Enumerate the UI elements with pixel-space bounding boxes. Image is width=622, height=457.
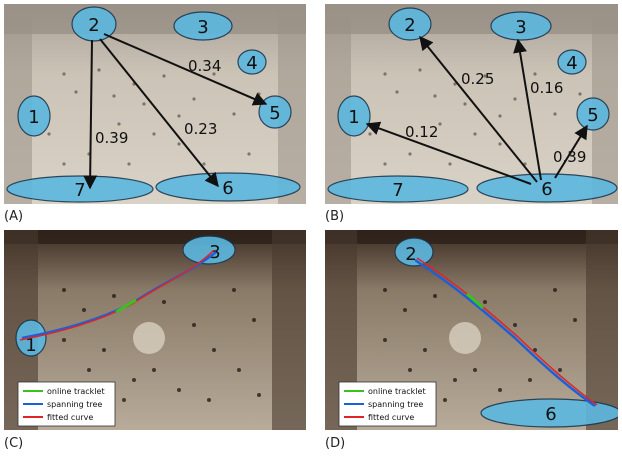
region-2: 2 xyxy=(388,7,432,41)
arrow-6-to-3 xyxy=(513,38,542,181)
region-label: 6 xyxy=(545,404,556,425)
weight-2-to-6: 0.23 xyxy=(184,120,217,138)
region-5: 5 xyxy=(576,97,610,131)
arrow-6-to-5 xyxy=(554,124,588,179)
weight-6-to-2: 0.25 xyxy=(461,70,494,88)
region-label: 3 xyxy=(515,17,526,38)
region-4: 4 xyxy=(237,49,267,75)
region-label: 1 xyxy=(25,335,36,356)
concourse-photo xyxy=(325,4,618,204)
legend-online-tracklet: online tracklet xyxy=(47,387,105,396)
region-7: 7 xyxy=(327,175,469,203)
region-6: 6 xyxy=(476,173,618,203)
legend: online tracklet spanning tree fitted cur… xyxy=(17,381,116,427)
panel-d: 2 6 online tracklet spanning tree fitted… xyxy=(325,230,618,430)
region-4: 4 xyxy=(557,49,587,75)
region-label: 7 xyxy=(392,180,403,201)
region-label: 2 xyxy=(88,15,99,36)
region-label: 4 xyxy=(246,53,257,74)
legend: online tracklet spanning tree fitted cur… xyxy=(338,381,437,427)
region-3: 3 xyxy=(182,235,236,265)
region-1: 1 xyxy=(337,95,371,137)
region-3: 3 xyxy=(173,11,233,41)
region-7: 7 xyxy=(6,175,154,203)
region-label: 1 xyxy=(348,107,359,128)
region-label: 3 xyxy=(197,17,208,38)
region-5: 5 xyxy=(258,95,292,129)
panel-label-c: (C) xyxy=(4,436,24,451)
region-label: 6 xyxy=(541,179,552,200)
weight-2-to-5: 0.34 xyxy=(188,57,221,75)
panel-b: 1 2 3 4 5 6 7 xyxy=(325,4,618,204)
region-label: 6 xyxy=(222,178,233,199)
region-label: 7 xyxy=(74,180,85,201)
panel-c: 1 3 online tracklet spanning tree fitted… xyxy=(4,230,306,430)
weight-6-to-1: 0.12 xyxy=(405,123,438,141)
arrow-6-to-1 xyxy=(365,121,532,185)
weight-6-to-5: 0.39 xyxy=(553,148,586,166)
arrow-2-to-6 xyxy=(99,38,219,188)
transition-arrows xyxy=(365,35,588,185)
region-label: 2 xyxy=(405,244,416,265)
weight-2-to-7: 0.39 xyxy=(95,129,128,147)
region-6: 6 xyxy=(480,398,618,428)
arrow-2-to-7 xyxy=(83,39,98,190)
region-label: 1 xyxy=(28,107,39,128)
legend-fitted-curve: fitted curve xyxy=(368,413,414,422)
region-1: 1 xyxy=(17,95,51,137)
region-2: 2 xyxy=(71,6,117,42)
fitted-curve-path xyxy=(416,257,598,406)
legend-spanning-tree: spanning tree xyxy=(47,400,102,409)
legend-fitted-curve: fitted curve xyxy=(47,413,93,422)
legend-online-tracklet: online tracklet xyxy=(368,387,426,396)
region-label: 2 xyxy=(404,15,415,36)
legend-spanning-tree: spanning tree xyxy=(368,400,423,409)
arrow-2-to-5 xyxy=(103,33,268,106)
region-label: 5 xyxy=(269,103,280,124)
online-tracklet-path xyxy=(466,292,484,310)
panel-label-d: (D) xyxy=(325,436,346,451)
weight-6-to-3: 0.16 xyxy=(530,79,563,97)
region-3: 3 xyxy=(490,11,552,41)
region-label: 4 xyxy=(566,53,577,74)
arrow-6-to-2 xyxy=(419,35,538,183)
panel-label-b: (B) xyxy=(325,209,345,224)
panel-label-a: (A) xyxy=(4,209,24,224)
region-label: 5 xyxy=(587,105,598,126)
spanning-tree-path xyxy=(414,258,596,408)
region-6: 6 xyxy=(155,172,301,202)
region-2: 2 xyxy=(394,237,434,267)
panel-a: 1 2 3 4 5 6 7 0.34 xyxy=(4,4,306,204)
online-tracklet-path xyxy=(115,298,137,314)
transition-arrows xyxy=(83,33,268,190)
